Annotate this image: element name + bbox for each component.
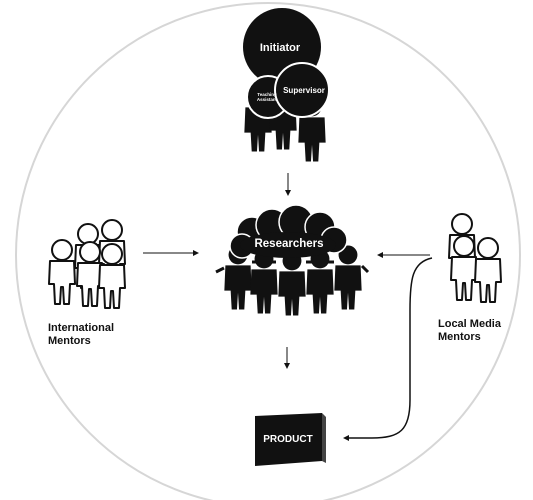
arrow-international-to-researchers — [143, 250, 199, 256]
leadership-group: Initiator Teaching Assistant Supervisor — [241, 6, 330, 162]
supervisor-label: Supervisor — [283, 86, 325, 95]
product-node: PRODUCT — [255, 413, 326, 466]
local-media-mentors-label: Local Media Mentors — [438, 318, 501, 344]
researchers-label: Researchers — [254, 238, 323, 250]
international-mentors-label: International Mentors — [48, 322, 114, 348]
international-mentors-label-line2: Mentors — [48, 335, 91, 347]
product-label: PRODUCT — [263, 434, 312, 445]
local-media-mentors-label-line1: Local Media — [438, 318, 501, 330]
teaching-assistant-label-line1: Teaching — [257, 92, 277, 97]
product-box — [255, 413, 322, 466]
initiator-label: Initiator — [260, 42, 301, 54]
arrow-local-to-researchers — [377, 252, 430, 258]
supervisor-bubble — [274, 62, 330, 118]
international-mentors-label-line1: International — [48, 322, 115, 334]
researchers-people — [215, 245, 370, 316]
international-mentors-group — [48, 219, 126, 309]
teaching-assistant-label-line2: Assistant — [257, 97, 278, 102]
arrow-local-to-product — [343, 257, 433, 441]
arrow-researchers-to-product — [284, 347, 290, 369]
researchers-group: Researchers — [215, 204, 370, 316]
outer-boundary-circle — [15, 2, 521, 500]
arrow-leadership-to-researchers — [285, 173, 291, 196]
local-media-mentors-group — [448, 213, 502, 303]
local-media-mentors-label-line2: Mentors — [438, 331, 481, 343]
researchers-cloud — [229, 204, 348, 259]
